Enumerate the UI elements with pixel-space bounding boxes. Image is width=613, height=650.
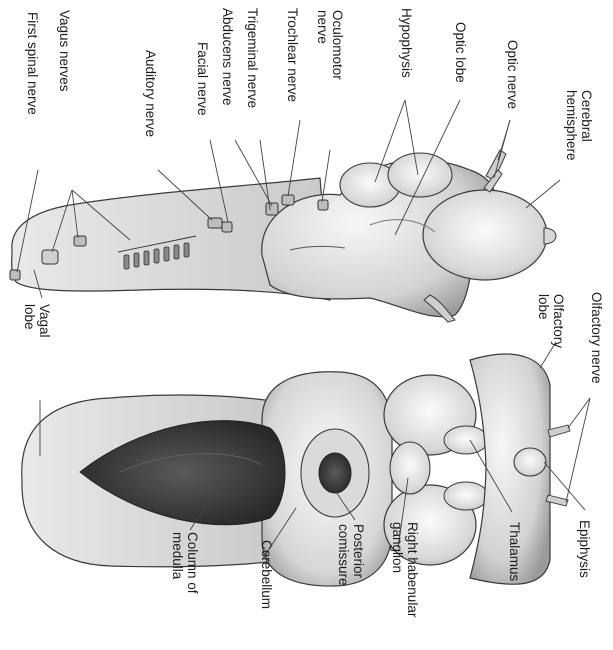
auditory-nerve-stub (208, 218, 222, 228)
lateral-olfactory-tip (544, 228, 556, 244)
label-cerebellum: Cerebellum (259, 540, 274, 609)
lateral-brain-view (10, 150, 556, 322)
label-trochlear-nerve: Trochlear nerve (285, 8, 300, 102)
dorsal-thalamus-1 (444, 426, 488, 454)
label-oculomotor-line1: Oculomotor (330, 10, 345, 80)
label-olfactory-lobe: Olfactory lobe (536, 294, 566, 348)
label-comissure-line1: Posterior (351, 524, 366, 586)
label-cerebral-line1: Cerebral (579, 90, 594, 161)
label-column-line2: medulla (170, 532, 185, 594)
trigeminal-nerve-stub (266, 203, 278, 215)
dorsal-thalamus-2 (444, 482, 488, 510)
label-column-of-medulla: Column of medulla (170, 532, 200, 594)
label-column-line1: Column of (185, 532, 200, 594)
label-trigeminal-nerve: Trigeminal nerve (245, 8, 260, 108)
label-optic-nerve: Optic nerve (505, 40, 520, 109)
label-cerebral-hemisphere: Cerebral hemisphere (564, 90, 594, 161)
label-olfactory-lobe-line2: lobe (536, 294, 551, 348)
label-optic-lobe: Optic lobe (453, 22, 468, 83)
label-vagal-line2: lobe (22, 304, 37, 338)
label-facial-nerve: Facial nerve (195, 42, 210, 116)
label-first-spinal-nerve: First spinal nerve (25, 12, 40, 115)
label-comissure-line2: comissure (336, 524, 351, 586)
trochlear-nerve-stub (282, 195, 294, 205)
spinal-nerve-knob (10, 270, 20, 280)
lateral-hypophysis-lobe-2 (388, 153, 452, 197)
label-oculomotor-nerve: Oculomotor nerve (315, 10, 345, 80)
vagus-knob-2 (74, 236, 86, 246)
label-right-habenular-ganglion: Right habenular ganglion (390, 522, 420, 617)
dorsal-epiphysis (514, 448, 546, 476)
label-hypophysis: Hypophysis (399, 8, 414, 78)
oculomotor-nerve-stub (318, 200, 328, 210)
dorsal-habenular-ganglion (390, 442, 430, 494)
label-abducens-nerve: Abducens nerve (220, 8, 235, 106)
label-olfactory-nerve: Olfactory nerve (589, 292, 604, 384)
facial-nerve-stub (222, 222, 232, 232)
label-posterior-comissure: Posterior comissure (336, 524, 366, 586)
dorsal-olfactory-nerve-1 (548, 425, 570, 437)
label-vagal-line1: Vagal (37, 304, 52, 338)
label-habenular-line1: Right habenular (405, 522, 420, 617)
label-epiphysis: Epiphysis (577, 520, 592, 578)
label-cerebral-line2: hemisphere (564, 90, 579, 161)
leader-cerebral-hemisphere (526, 180, 560, 208)
label-oculomotor-line2: nerve (315, 10, 330, 80)
dorsal-comissure-cavity (319, 453, 351, 493)
vagus-knob-1 (42, 250, 58, 264)
label-vagal-lobe: Vagal lobe (22, 304, 52, 338)
label-thalamus: Thalamus (507, 522, 522, 581)
label-habenular-line2: ganglion (390, 522, 405, 617)
lateral-cerebral-hemisphere (423, 190, 547, 280)
label-olfactory-lobe-line1: Olfactory (551, 294, 566, 348)
label-vagus-nerves: Vagus nerves (57, 10, 72, 92)
label-auditory-nerve: Auditory nerve (143, 50, 158, 137)
